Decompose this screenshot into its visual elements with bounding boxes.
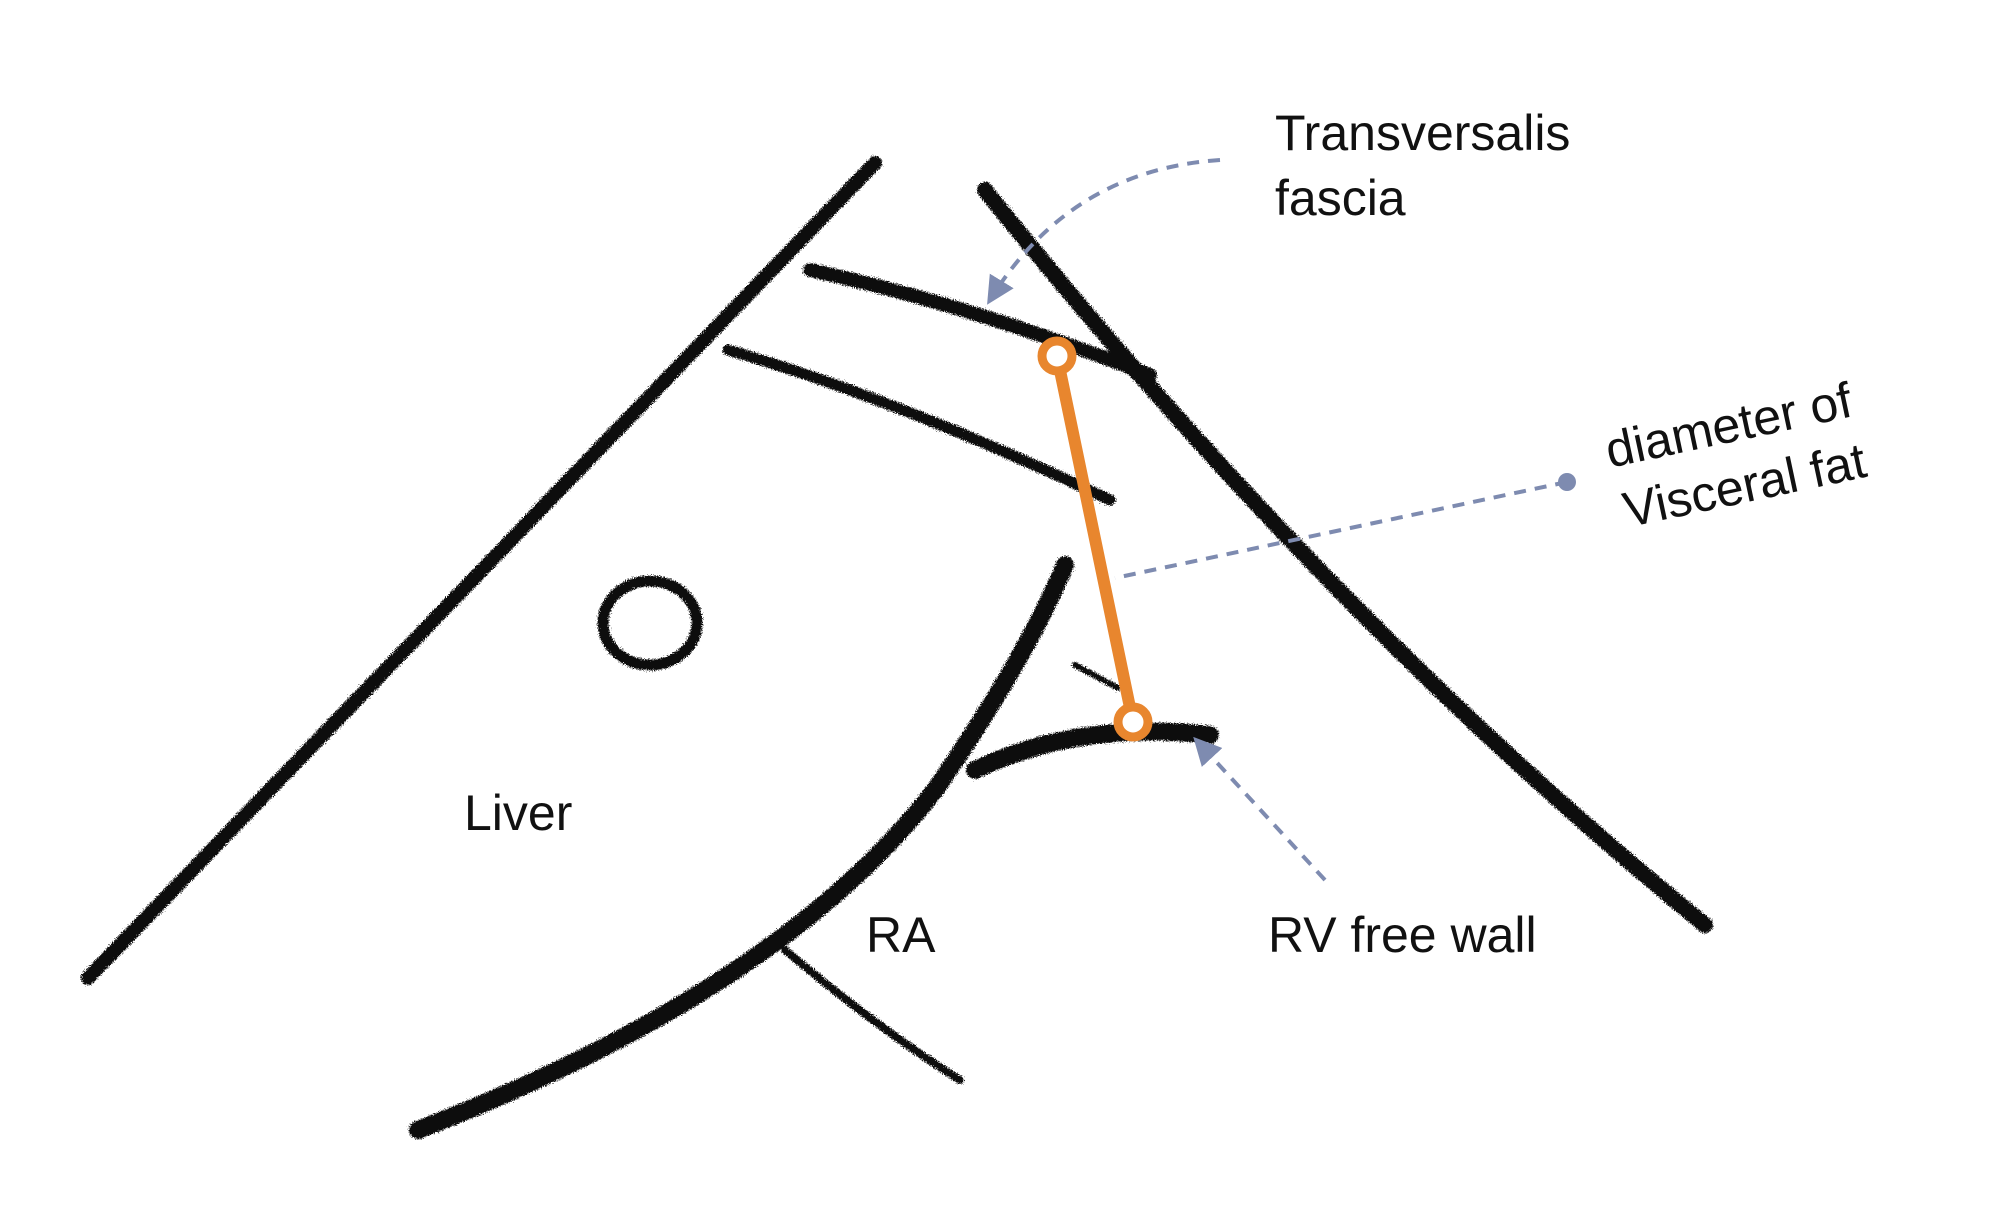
visceral-fat-measurement [1037,336,1153,742]
visceral-fat-label: diameter of Visceral fat [1600,372,1871,538]
ra-lower-wall [409,556,1074,1139]
liver-label: Liver [464,785,572,841]
transversalis-fascia-line [803,263,1157,382]
visceral-fat-pointer [1114,480,1568,580]
inner-fascia-line [722,344,1116,506]
liver-vessel-circle [597,575,703,671]
rv-free-wall-label: RV free wall [1268,907,1537,963]
measurement-end-point [1113,702,1153,742]
transversalis-pointer [987,158,1221,305]
left-sector-edge [81,156,882,985]
rv-free-wall-pointer [1193,736,1327,882]
visceral-fat-pointer-dot [1558,473,1576,491]
small-stroke [1072,662,1121,691]
rv-free-wall-line [966,722,1219,779]
measurement-start-point [1037,336,1077,376]
measurement-line [1051,350,1139,728]
ra-label: RA [866,907,936,963]
right-sector-edge [977,182,1713,933]
transversalis-label-line2: fascia [1275,170,1406,226]
transversalis-label-line1: Transversalis [1275,105,1570,161]
septum-line [781,946,964,1084]
